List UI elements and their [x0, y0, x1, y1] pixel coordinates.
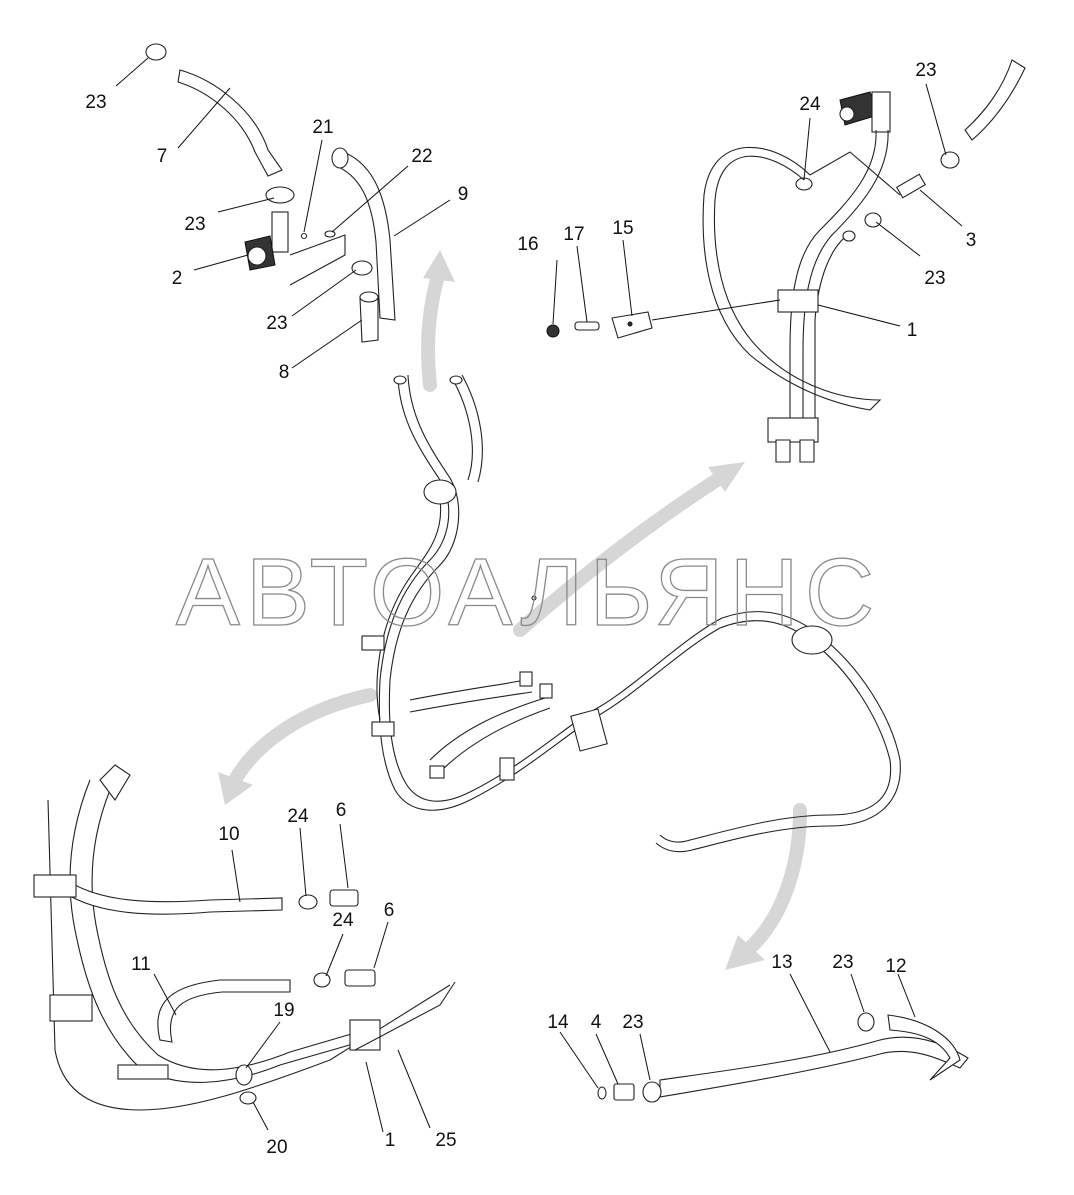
flow-arrow-bottom-left-head: [218, 772, 253, 805]
callout-12: 12: [885, 956, 906, 977]
connector-3: [895, 173, 927, 199]
bracket-upper: [33, 874, 77, 898]
callout-7: 7: [157, 146, 168, 167]
flow-arrow-top-right-head: [708, 462, 745, 492]
callout-24: 24: [332, 910, 354, 931]
coupler-6-a: [329, 889, 359, 907]
callout-23: 23: [832, 952, 853, 973]
clamp-23-c: [351, 260, 373, 276]
callout-labels: 23 7 21 22 9 23 2 23 8 24 23 16 17 15 3 …: [85, 60, 976, 1158]
watermark: АВТОАЛЬЯНС: [176, 539, 880, 646]
callout-3: 3: [966, 230, 977, 251]
callout-1: 1: [385, 1130, 396, 1151]
flow-arrow-bottom-right-head: [725, 935, 765, 970]
flow-arrow-top-left: [421, 263, 447, 392]
bolt-17: [574, 321, 600, 331]
callout-6: 6: [384, 900, 395, 921]
fitting-22: [324, 230, 336, 238]
clamp-20: [239, 1091, 257, 1105]
hose-13: [659, 1036, 969, 1098]
callout-19: 19: [273, 1000, 294, 1021]
nut-16: [546, 324, 560, 338]
clamp-24-b: [313, 972, 331, 988]
hose-10: [57, 873, 283, 915]
callout-1: 1: [907, 320, 918, 341]
flow-arrow-bottom-right: [743, 803, 807, 955]
bracket-lower: [49, 994, 93, 1022]
hose-12: [887, 1014, 961, 1081]
callout-15: 15: [612, 218, 633, 239]
callout-23: 23: [266, 313, 287, 334]
fitting-21: [300, 232, 308, 240]
callout-23: 23: [915, 60, 936, 81]
clamp-23-b: [864, 212, 882, 228]
hose-7: [177, 69, 283, 177]
callout-23: 23: [924, 268, 945, 289]
clamp-23-b: [642, 1081, 662, 1103]
callout-11: 11: [131, 954, 151, 975]
callout-25: 25: [435, 1130, 456, 1151]
detail-top-right: [546, 59, 1026, 463]
clamp-23-a: [145, 43, 167, 61]
bracket-bottom: [767, 417, 819, 443]
washer-14: [597, 1086, 607, 1100]
callout-14: 14: [547, 1012, 569, 1033]
callout-17: 17: [563, 224, 584, 245]
callout-10: 10: [218, 824, 239, 845]
detail-bottom-left: [33, 764, 456, 1111]
clamp-23-a: [857, 1012, 875, 1032]
callout-21: 21: [312, 117, 333, 138]
flow-arrow-top-left-head: [423, 250, 455, 282]
clamp-23-b: [265, 186, 295, 204]
callout-24: 24: [287, 806, 309, 827]
flow-arrows: [218, 250, 807, 970]
fittings-cluster: [117, 1064, 169, 1080]
flow-arrow-top-right: [513, 471, 727, 637]
clamp-23-a: [940, 151, 960, 169]
hose-top: [964, 59, 1026, 141]
callout-6: 6: [336, 800, 347, 821]
callout-24: 24: [799, 94, 821, 115]
callout-22: 22: [411, 146, 432, 167]
callout-4: 4: [591, 1012, 602, 1033]
hose-8: [359, 295, 379, 343]
fitting-4: [613, 1083, 635, 1101]
bracket-1: [777, 289, 819, 313]
callout-8: 8: [279, 362, 290, 383]
clamp-19: [235, 1064, 253, 1086]
callout-23: 23: [85, 92, 106, 113]
callout-23: 23: [184, 214, 205, 235]
callout-23: 23: [622, 1012, 643, 1033]
flow-arrow-bottom-left: [228, 688, 377, 787]
callout-9: 9: [458, 184, 469, 205]
leader-lines: [115, 57, 963, 1133]
clamp-24-a: [298, 894, 318, 910]
detail-bottom-right: [597, 1012, 969, 1103]
central-hose-assembly: [361, 374, 901, 853]
detail-top-left: [145, 43, 396, 343]
callout-16: 16: [517, 234, 538, 255]
callout-20: 20: [266, 1137, 287, 1158]
callout-13: 13: [771, 952, 792, 973]
hose-9: [333, 149, 396, 321]
bracket-1: [349, 1019, 381, 1051]
tee-2-body: [271, 211, 289, 253]
pipe-connector: [289, 234, 346, 286]
hose-11: [157, 979, 291, 1043]
callout-2: 2: [172, 268, 183, 289]
coupler-6-b: [344, 969, 376, 987]
